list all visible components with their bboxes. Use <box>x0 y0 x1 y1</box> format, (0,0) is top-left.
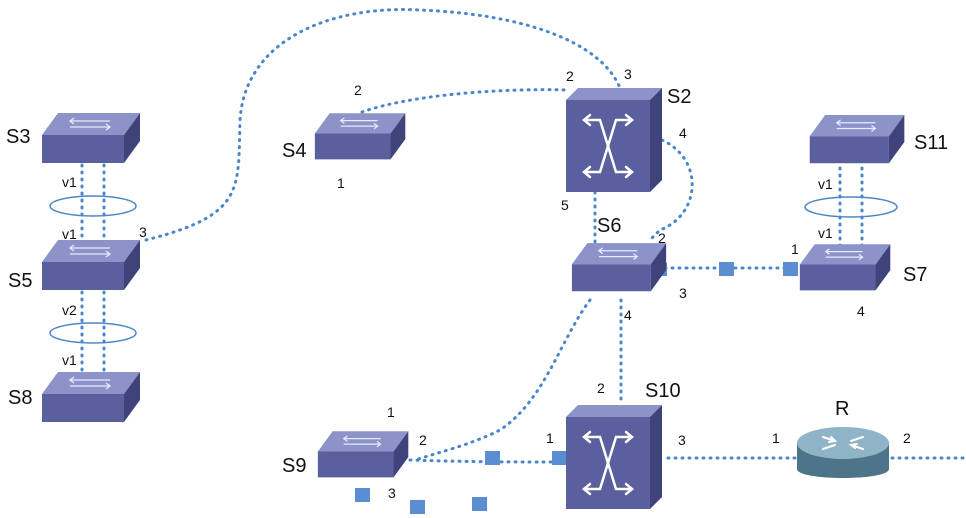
vlan-label: v1 <box>818 176 833 192</box>
switch-icon <box>799 244 891 291</box>
switch-icon <box>571 243 667 292</box>
port-label: 4 <box>857 303 865 319</box>
port-label: 1 <box>546 430 554 446</box>
blocked-port-marker <box>410 500 425 514</box>
switch-icon <box>314 113 406 160</box>
blocked-port-marker <box>472 497 487 511</box>
port-label: 3 <box>679 285 687 301</box>
port-label: 2 <box>658 230 666 246</box>
port-label: 2 <box>903 430 911 446</box>
device-label-s6: S6 <box>597 215 622 237</box>
blocked-port-marker <box>485 451 500 465</box>
link-s5-s2 <box>144 8 622 242</box>
switch-icon <box>809 115 905 164</box>
device-label-s10: S10 <box>645 380 681 402</box>
device-label-s3: S3 <box>6 126 31 148</box>
port-label: 1 <box>772 430 780 446</box>
device-label-s4: S4 <box>282 140 307 162</box>
core-switch-icon <box>566 405 662 509</box>
vlan-label: v1 <box>818 225 833 241</box>
switch-icon <box>317 431 409 478</box>
blocked-port-marker <box>719 262 734 276</box>
device-label-s8: S8 <box>8 387 33 409</box>
lag-ring-s11-s7 <box>804 196 898 218</box>
vlan-label: v2 <box>62 302 77 318</box>
core-switch-icon <box>566 88 662 192</box>
port-label: 4 <box>624 307 632 323</box>
vlan-label: v1 <box>62 174 77 190</box>
device-label-r: R <box>835 398 850 420</box>
port-label: 2 <box>419 432 427 448</box>
switch-icon <box>42 240 140 290</box>
port-label: 3 <box>139 224 147 240</box>
link-s4-s2 <box>360 88 570 114</box>
device-label-s7: S7 <box>903 264 928 286</box>
device-label-s5: S5 <box>8 270 33 292</box>
port-label: 4 <box>679 125 687 141</box>
link-s2-s6 <box>648 138 694 242</box>
blocked-port-marker <box>355 488 370 502</box>
port-label: 3 <box>678 432 686 448</box>
lag-ring-s3-s5 <box>49 195 137 217</box>
port-label: 5 <box>561 197 569 213</box>
lag-ring-s5-s8 <box>49 322 137 344</box>
vlan-label: v1 <box>62 352 77 368</box>
port-label: 3 <box>624 66 632 82</box>
vlan-label: v1 <box>62 226 77 242</box>
device-label-s9: S9 <box>282 455 307 477</box>
router-icon <box>797 427 889 478</box>
port-label: 2 <box>566 68 574 84</box>
blocked-port-marker <box>783 262 798 276</box>
link-s6-s9 <box>413 298 592 462</box>
device-label-s2: S2 <box>667 86 692 108</box>
port-label: 2 <box>354 82 362 98</box>
device-label-s11: S11 <box>914 132 949 154</box>
blocked-port-marker <box>552 451 567 465</box>
link-s9-s10 <box>408 458 562 464</box>
port-label: 1 <box>791 241 799 257</box>
switch-icon <box>42 113 140 163</box>
port-label: 1 <box>387 404 395 420</box>
port-label: 1 <box>337 175 345 191</box>
port-label: 3 <box>388 485 396 501</box>
port-label: 2 <box>597 380 605 396</box>
switch-icon <box>42 372 140 422</box>
